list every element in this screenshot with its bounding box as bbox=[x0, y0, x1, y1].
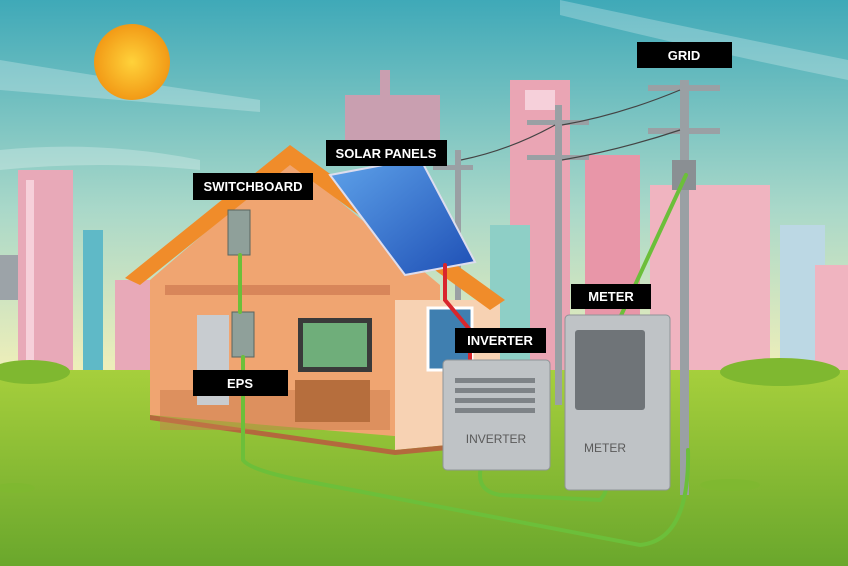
cabinet bbox=[295, 380, 370, 422]
label-switchboard: SWITCHBOARD bbox=[193, 173, 313, 200]
label-inverter: INVERTER bbox=[455, 328, 546, 353]
switchboard-box bbox=[227, 209, 251, 256]
svg-text:GRID: GRID bbox=[668, 48, 701, 63]
inverter-device-text: INVERTER bbox=[466, 432, 527, 446]
sun bbox=[94, 24, 170, 100]
label-grid: GRID bbox=[637, 42, 732, 68]
eps-box bbox=[231, 311, 255, 358]
svg-text:SWITCHBOARD: SWITCHBOARD bbox=[204, 179, 303, 194]
label-eps: EPS bbox=[193, 370, 288, 396]
label-meter: METER bbox=[571, 284, 651, 309]
inverter-device: INVERTER bbox=[442, 359, 551, 471]
svg-text:METER: METER bbox=[588, 289, 634, 304]
bushes bbox=[0, 358, 840, 493]
meter-device-text: METER bbox=[584, 441, 626, 455]
label-solar-panels: SOLAR PANELS bbox=[326, 140, 447, 166]
svg-text:INVERTER: INVERTER bbox=[467, 333, 533, 348]
svg-text:SOLAR PANELS: SOLAR PANELS bbox=[336, 146, 437, 161]
meter-device: METER bbox=[564, 314, 671, 491]
cables bbox=[238, 173, 691, 548]
svg-text:EPS: EPS bbox=[227, 376, 253, 391]
